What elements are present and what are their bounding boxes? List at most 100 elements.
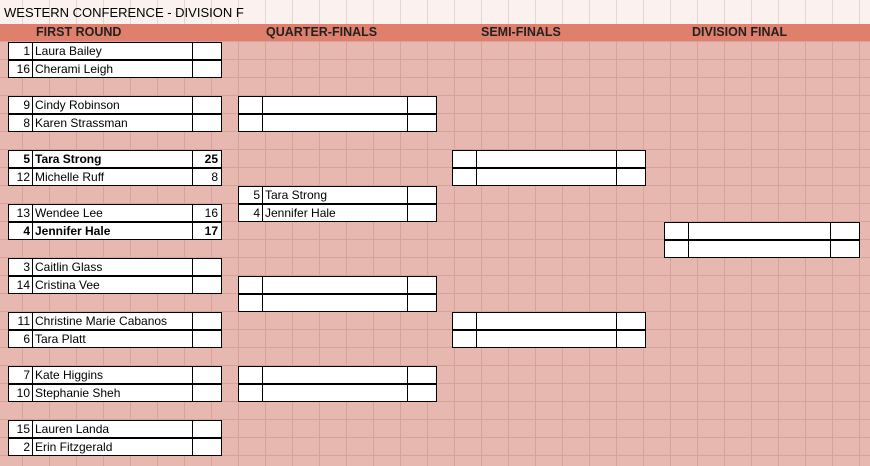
seed-cell[interactable] <box>239 295 263 311</box>
score-cell[interactable]: 16 <box>192 205 221 221</box>
seed-cell[interactable]: 5 <box>239 187 263 203</box>
score-cell[interactable] <box>830 241 859 257</box>
seed-cell[interactable] <box>665 241 689 257</box>
seed-cell[interactable] <box>453 313 477 329</box>
player-name-cell[interactable]: Tara Strong <box>265 188 328 202</box>
player-name-cell[interactable]: Wendee Lee <box>35 206 103 220</box>
player-name-cell[interactable] <box>477 151 616 167</box>
quarter-final-slot[interactable] <box>238 294 437 312</box>
score-cell[interactable] <box>616 313 645 329</box>
first-round-slot[interactable]: 8 Karen Strassman <box>8 114 222 132</box>
first-round-slot-winner[interactable]: 5 Tara Strong 25 <box>8 150 222 168</box>
player-name-cell[interactable] <box>263 277 407 293</box>
player-name-cell[interactable] <box>477 169 616 185</box>
quarter-final-slot[interactable]: 4 Jennifer Hale <box>238 204 437 222</box>
quarter-final-slot[interactable] <box>238 276 437 294</box>
score-cell[interactable] <box>192 439 221 455</box>
seed-cell[interactable]: 16 <box>9 61 33 77</box>
player-name-cell[interactable]: Lauren Landa <box>35 422 110 436</box>
seed-cell[interactable]: 3 <box>9 259 33 275</box>
player-name-cell[interactable]: Jennifer Hale <box>265 206 336 220</box>
score-cell[interactable] <box>192 97 221 113</box>
player-name-cell[interactable]: Erin Fitzgerald <box>35 440 113 454</box>
first-round-slot[interactable]: 13 Wendee Lee 16 <box>8 204 222 222</box>
seed-cell[interactable] <box>453 169 477 185</box>
score-cell[interactable] <box>407 295 436 311</box>
score-cell[interactable]: 17 <box>192 223 221 239</box>
seed-cell[interactable]: 10 <box>9 385 33 401</box>
semi-final-slot[interactable] <box>452 168 646 186</box>
score-cell[interactable] <box>192 61 221 77</box>
seed-cell[interactable] <box>239 97 263 113</box>
seed-cell[interactable]: 2 <box>9 439 33 455</box>
score-cell[interactable] <box>407 205 436 221</box>
player-name-cell[interactable]: Laura Bailey <box>35 44 102 58</box>
player-name-cell[interactable] <box>263 115 407 131</box>
score-cell[interactable] <box>192 331 221 347</box>
seed-cell[interactable]: 9 <box>9 97 33 113</box>
score-cell[interactable] <box>830 223 859 239</box>
seed-cell[interactable] <box>239 385 263 401</box>
quarter-final-slot[interactable]: 5 Tara Strong <box>238 186 437 204</box>
score-cell[interactable] <box>192 259 221 275</box>
seed-cell[interactable]: 1 <box>9 43 33 59</box>
seed-cell[interactable]: 11 <box>9 313 33 329</box>
player-name-cell[interactable]: Tara Strong <box>35 152 102 166</box>
score-cell[interactable] <box>407 367 436 383</box>
semi-final-slot[interactable] <box>452 312 646 330</box>
score-cell[interactable] <box>616 331 645 347</box>
seed-cell[interactable] <box>453 151 477 167</box>
first-round-slot[interactable]: 2 Erin Fitzgerald <box>8 438 222 456</box>
score-cell[interactable] <box>192 115 221 131</box>
seed-cell[interactable] <box>453 331 477 347</box>
seed-cell[interactable]: 13 <box>9 205 33 221</box>
first-round-slot[interactable]: 7 Kate Higgins <box>8 366 222 384</box>
seed-cell[interactable]: 14 <box>9 277 33 293</box>
score-cell[interactable] <box>616 169 645 185</box>
player-name-cell[interactable] <box>263 295 407 311</box>
score-cell[interactable] <box>407 115 436 131</box>
semi-final-slot[interactable] <box>452 330 646 348</box>
player-name-cell[interactable]: Michelle Ruff <box>35 170 105 184</box>
seed-cell[interactable]: 15 <box>9 421 33 437</box>
semi-final-slot[interactable] <box>452 150 646 168</box>
first-round-slot[interactable]: 1 Laura Bailey <box>8 42 222 60</box>
quarter-final-slot[interactable] <box>238 114 437 132</box>
seed-cell[interactable]: 8 <box>9 115 33 131</box>
first-round-slot[interactable]: 11 Christine Marie Cabanos <box>8 312 222 330</box>
seed-cell[interactable]: 12 <box>9 169 33 185</box>
player-name-cell[interactable] <box>263 385 407 401</box>
first-round-slot[interactable]: 14 Cristina Vee <box>8 276 222 294</box>
score-cell[interactable] <box>407 187 436 203</box>
score-cell[interactable] <box>192 421 221 437</box>
seed-cell[interactable] <box>239 367 263 383</box>
seed-cell[interactable]: 5 <box>9 151 33 167</box>
first-round-slot[interactable]: 3 Caitlin Glass <box>8 258 222 276</box>
score-cell[interactable] <box>407 97 436 113</box>
player-name-cell[interactable] <box>263 367 407 383</box>
player-name-cell[interactable] <box>689 241 830 257</box>
seed-cell[interactable] <box>239 277 263 293</box>
seed-cell[interactable]: 4 <box>9 223 33 239</box>
player-name-cell[interactable]: Cherami Leigh <box>35 62 114 76</box>
player-name-cell[interactable]: Cristina Vee <box>35 278 100 292</box>
seed-cell[interactable] <box>665 223 689 239</box>
first-round-slot[interactable]: 6 Tara Platt <box>8 330 222 348</box>
first-round-slot[interactable]: 16 Cherami Leigh <box>8 60 222 78</box>
quarter-final-slot[interactable] <box>238 384 437 402</box>
seed-cell[interactable]: 6 <box>9 331 33 347</box>
seed-cell[interactable] <box>239 115 263 131</box>
first-round-slot[interactable]: 9 Cindy Robinson <box>8 96 222 114</box>
quarter-final-slot[interactable] <box>238 366 437 384</box>
score-cell[interactable] <box>192 367 221 383</box>
score-cell[interactable] <box>192 43 221 59</box>
division-final-slot[interactable] <box>664 240 860 258</box>
quarter-final-slot[interactable] <box>238 96 437 114</box>
score-cell[interactable]: 25 <box>192 151 221 167</box>
seed-cell[interactable]: 4 <box>239 205 263 221</box>
division-final-slot[interactable] <box>664 222 860 240</box>
player-name-cell[interactable] <box>477 331 616 347</box>
player-name-cell[interactable]: Caitlin Glass <box>35 260 103 274</box>
player-name-cell[interactable] <box>477 313 616 329</box>
